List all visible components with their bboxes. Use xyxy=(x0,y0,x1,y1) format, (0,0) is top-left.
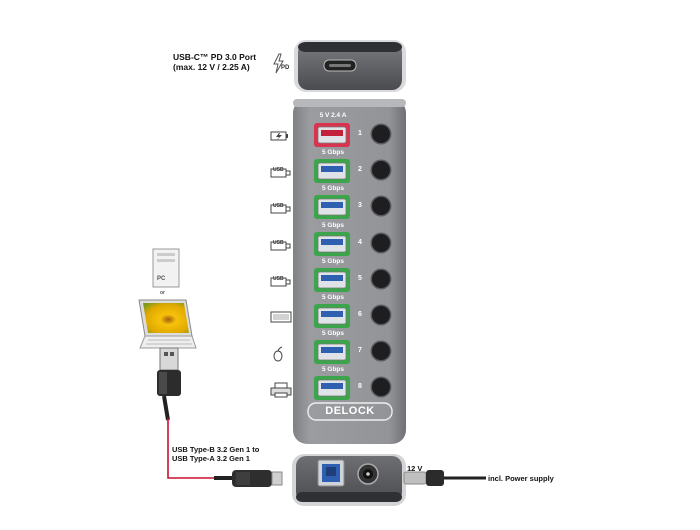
port-switch-button-7[interactable] xyxy=(370,340,392,367)
usb-stick-icon: USB xyxy=(270,238,292,256)
mouse-icon xyxy=(270,346,286,367)
port-number: 4 xyxy=(358,238,362,246)
port-switch-button-6[interactable] xyxy=(370,304,392,331)
usb-a-port-3[interactable] xyxy=(314,195,350,224)
charging-battery-icon xyxy=(270,129,290,147)
power-supply-label: incl. Power supply xyxy=(488,474,554,483)
port-speed-label: 5 Gbps xyxy=(321,294,345,301)
usb-stick-icon: USB xyxy=(270,165,292,183)
bottom-end-view xyxy=(290,452,408,513)
usbc-end-view xyxy=(292,38,408,99)
delock-logo: DELOCK xyxy=(307,402,393,422)
keyboard-icon xyxy=(270,310,292,328)
laptop-icon xyxy=(136,298,198,357)
usb-stick-icon: USB xyxy=(270,274,292,292)
power-delivery-icon: PD xyxy=(270,53,292,80)
port-speed-label: 5 Gbps xyxy=(321,366,345,374)
usbc-port-label: USB-C™ PD 3.0 Port (max. 12 V / 2.25 A) xyxy=(173,52,257,72)
or-label: or xyxy=(160,290,165,296)
usb-a-port-4[interactable] xyxy=(314,231,350,261)
port-speed-label: 5 Gbps xyxy=(321,149,345,157)
port-speed-label: 5 Gbps xyxy=(321,221,345,229)
port-switch-button-2[interactable] xyxy=(370,159,392,186)
port-number: 2 xyxy=(358,166,362,174)
port-number: 7 xyxy=(358,347,362,355)
port-switch-button-3[interactable] xyxy=(370,195,392,222)
port-number: 1 xyxy=(358,130,362,137)
port-number: 6 xyxy=(358,311,362,318)
voltage-label: 12 V xyxy=(407,464,423,473)
usb-a-port-5[interactable] xyxy=(314,267,350,297)
pc-tower-icon: PC xyxy=(152,248,180,293)
usb-a-port-6[interactable] xyxy=(314,304,350,333)
usb-icon-label: USB xyxy=(273,275,284,282)
usb-a-port-7[interactable] xyxy=(314,340,350,369)
usb-a-port-2[interactable] xyxy=(314,159,350,188)
port-switch-button-8[interactable] xyxy=(370,376,392,403)
charging-port-label: 5 V 2.4 A xyxy=(319,112,347,119)
port-speed-label: 5 Gbps xyxy=(321,257,345,265)
port-switch-button-5[interactable] xyxy=(370,268,392,295)
cable-label: USB Type-B 3.2 Gen 1 to USB Type-A 3.2 G… xyxy=(172,445,260,463)
port-speed-label: 5 Gbps xyxy=(321,185,345,193)
usb-icon-label: USB xyxy=(273,167,284,174)
usb-icon-label: USB xyxy=(273,203,284,210)
printer-icon xyxy=(270,382,292,403)
usb-a-plug xyxy=(146,347,196,433)
port-number: 8 xyxy=(358,383,362,391)
port-number: 5 xyxy=(358,274,362,282)
port-speed-label: 5 Gbps xyxy=(321,330,345,338)
port-switch-button-4[interactable] xyxy=(370,232,392,259)
usb-a-port-1[interactable] xyxy=(314,123,350,152)
usb-icon-label: USB xyxy=(273,239,284,246)
usb-a-port-8[interactable] xyxy=(314,376,350,405)
port-number: 3 xyxy=(358,202,362,210)
usb-stick-icon: USB xyxy=(270,201,292,219)
port-switch-button-1[interactable] xyxy=(370,123,392,150)
